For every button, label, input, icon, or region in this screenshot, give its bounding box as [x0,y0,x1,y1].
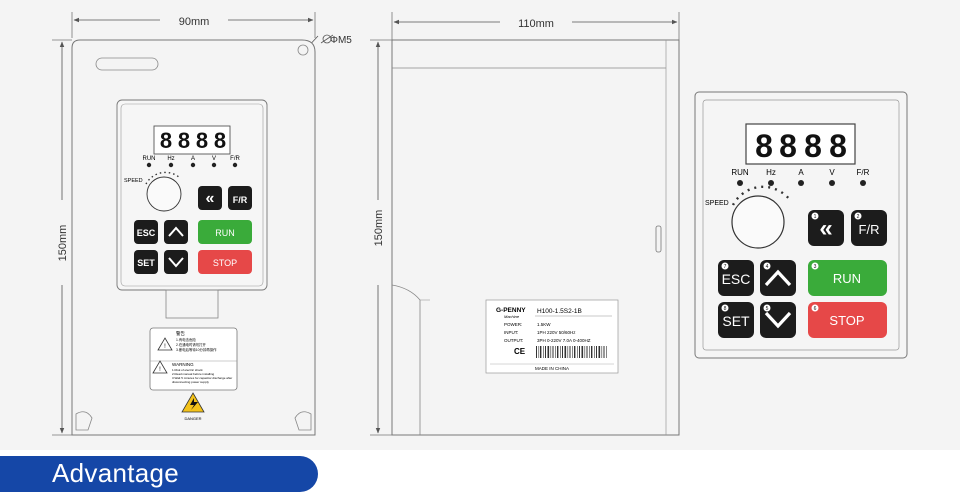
nameplate-row-key: OUTPUT: [504,338,523,343]
esc-key-label: ESC [722,271,751,287]
esc-key [718,260,754,296]
indicator-fr-label: F/R [230,156,240,162]
nameplate: G-PENNY Machine H100-1.5S2-1B POWER: 1.5… [485,299,619,374]
warning-title-cn: 警告 [176,330,185,337]
hazard-icon: DANGER [181,392,205,421]
depth-dimension-label: 110mm [518,18,554,30]
front-speed-knob: SPEED [124,171,182,212]
detail-keys: « 1 F/R 2 ESC 7 4 RUN 3 SET 8 [718,210,887,338]
side-view: 110mm 150mm G-PENNY Machine H100-1.5S2-1… [370,12,680,436]
indicator-hz-label: Hz [167,156,174,162]
drawing-area: 90mm 150mm ΦM5 8 8 8 8 [0,0,960,450]
warning-cn-line: 1.有电击危险 [176,337,196,342]
nameplate-row-key: INPUT: [504,330,518,335]
fr-key-number: 2 [857,214,860,220]
run-key-number: 3 [814,264,817,270]
indicator-v-label: V [212,156,216,162]
warning-en-line: disconnecting power supply [172,380,209,384]
set-key-number: 8 [724,306,727,312]
speed-label: SPEED [705,200,729,207]
front-esc-key-label: ESC [137,228,156,238]
detail-speed-knob: SPEED [705,185,791,249]
hazard-text: DANGER [184,416,201,421]
warning-en-line: 1.Risk of electric shock [172,368,203,372]
stop-key-label: STOP [829,313,864,328]
indicator-v-label: V [829,168,835,177]
front-digit: 8 [196,128,208,153]
front-shift-key-label: « [206,190,215,207]
front-run-key-label: RUN [215,228,235,238]
warning-en-line: 3.Wait 5 minutes for capacitor discharge… [172,376,232,380]
nameplate-barcode [536,346,607,358]
front-display: 8 8 8 8 [160,128,226,153]
indicator-hz-label: Hz [766,168,776,177]
up-key [760,260,796,296]
warning-en-line: 2.Read manual before installing [172,372,215,376]
set-key-label: SET [722,313,750,329]
set-key [718,302,754,338]
nameplate-row-value: 3PH 0-220V 7.0A 0-400HZ [537,338,591,343]
indicator-fr-label: F/R [857,168,870,177]
advantage-banner: Advantage [0,456,318,492]
down-key [760,302,796,338]
indicator-run-label: RUN [731,168,749,177]
detail-digit: 8 [779,128,797,164]
detail-digit: 8 [829,128,847,164]
nameplate-row-value: 1.5KW [537,322,551,327]
fr-key-label: F/R [859,222,880,237]
nameplate-brand-sub: Machine [504,314,520,319]
nameplate-brand: G-PENNY [496,307,526,314]
svg-text:!: ! [159,367,161,373]
stop-key [808,302,887,338]
indicator-run-label: RUN [143,156,156,162]
nameplate-row-value: 1PH 220V 50/60Hz [537,330,576,335]
front-set-key-label: SET [137,258,155,268]
advantage-title: Advantage [52,458,180,488]
front-digit: 8 [178,128,190,153]
height-dimension-label-side: 150mm [373,210,385,247]
keypad-detail: 8 8 8 8 RUN Hz A V F/R SPEED « [694,91,908,359]
up-key-number: 4 [766,264,769,270]
down-arrow-icon [764,311,792,329]
nameplate-row-key: POWER: [504,322,522,327]
nameplate-ce-mark: CE [514,347,526,356]
warning-label: ! ! 警告 1.有电击危险 2.在通电时请勿打开 3.断电后等待10分钟再操作… [149,327,238,391]
speed-label: SPEED [124,178,143,184]
esc-key-number: 7 [724,264,727,270]
nameplate-made-in: MADE IN CHINA [535,366,569,371]
width-dimension-label: 90mm [179,16,210,28]
nameplate-model: H100-1.5S2-1B [537,308,582,315]
detail-digit: 8 [755,128,773,164]
warning-title-en: WARNING [172,362,194,367]
mounting-hole-label: ΦM5 [330,35,352,46]
shift-key [808,210,844,246]
run-key [808,260,887,296]
front-keys: « F/R ESC RUN SET STOP [134,186,252,274]
warning-cn-line: 3.断电后等待10分钟再操作 [176,347,217,352]
front-view: 90mm 150mm ΦM5 8 8 8 8 [52,12,352,436]
front-fr-key-label: F/R [233,195,248,205]
up-arrow-icon [764,269,792,287]
indicator-a-label: A [191,156,195,162]
front-indicators: RUN Hz A V F/R [143,156,240,168]
svg-text:!: ! [164,344,166,350]
shift-key-label: « [819,215,832,242]
front-digit: 8 [160,128,172,153]
detail-digit: 8 [804,128,822,164]
stop-key-number: 6 [814,306,817,312]
front-stop-key-label: STOP [213,258,237,268]
indicator-a-label: A [798,168,804,177]
detail-indicators: RUN Hz A V F/R [731,168,870,186]
detail-display: 8 8 8 8 [755,128,847,164]
run-key-label: RUN [833,271,861,286]
fr-key [851,210,887,246]
warning-cn-line: 2.在通电时请勿打开 [176,342,207,347]
shift-key-number: 1 [814,214,817,220]
down-key-number: 5 [766,306,769,312]
height-dimension-label-front: 150mm [57,225,69,262]
front-digit: 8 [214,128,226,153]
